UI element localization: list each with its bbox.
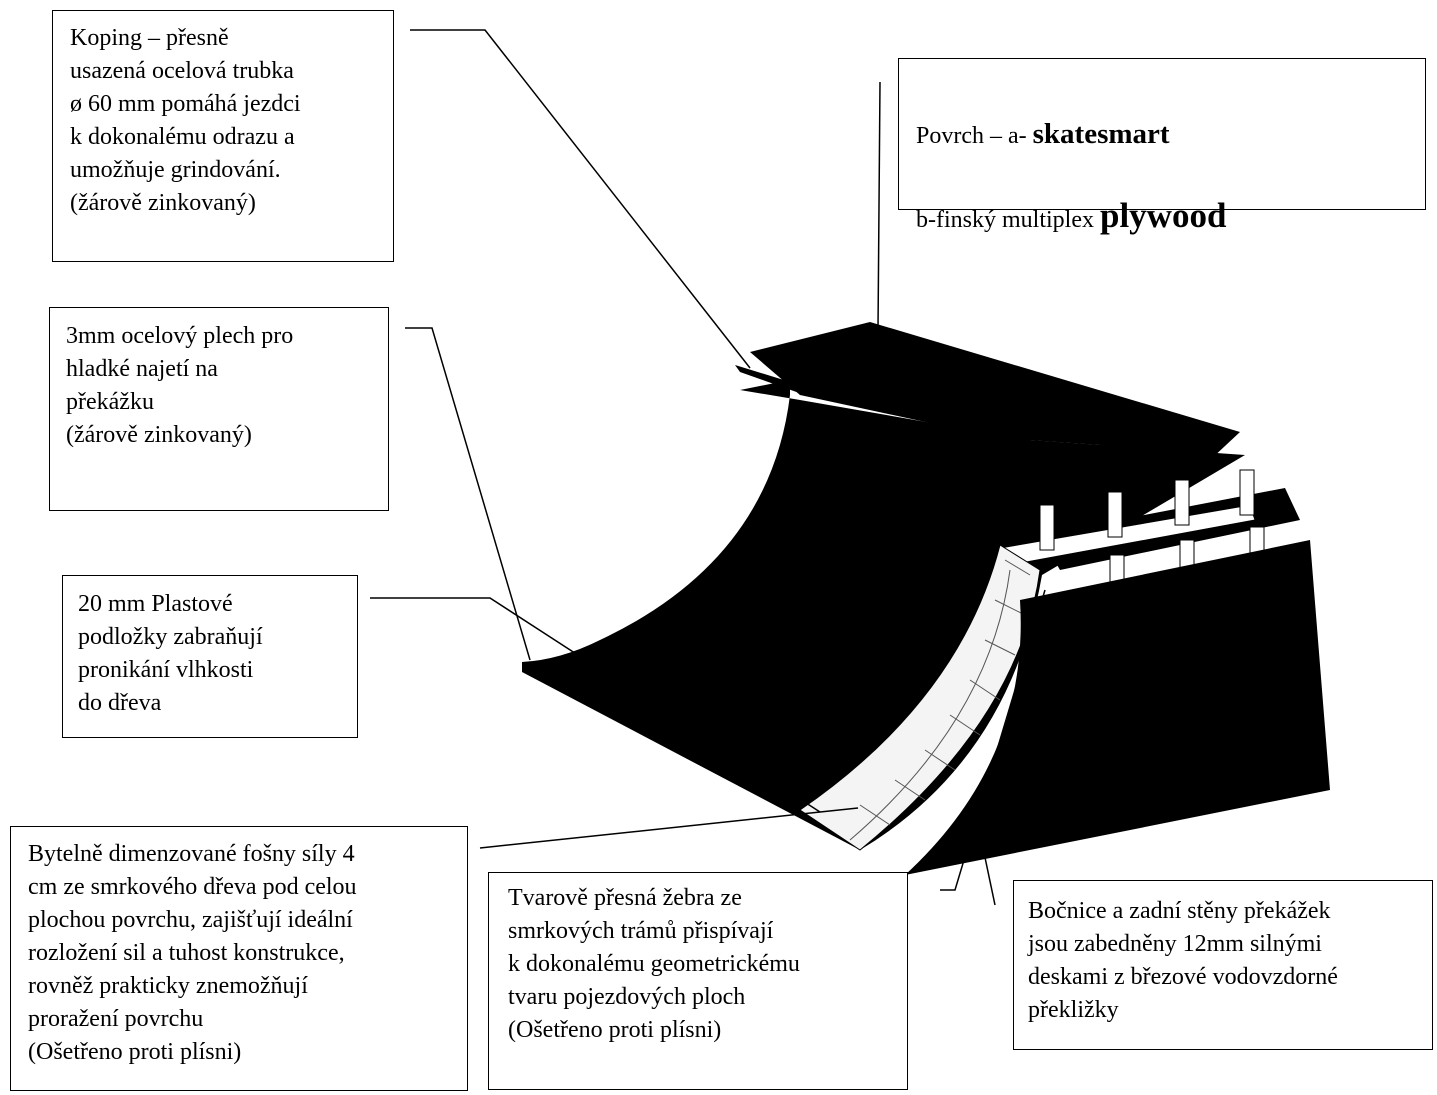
callout-podlozky <box>62 575 358 738</box>
podlozky-label: 20 mm Plastové podložky zabraňují pronik… <box>78 591 263 716</box>
riding-surface <box>522 380 1245 850</box>
callout-koping <box>52 10 394 262</box>
side-wall <box>905 540 1330 875</box>
callout-bocnice <box>1013 880 1433 1050</box>
plech-label: 3mm ocelový plech pro hladké najetí na p… <box>66 323 294 448</box>
callout-povrch <box>898 58 1426 210</box>
povrch-line1-bold: skatesmart <box>1032 118 1170 150</box>
povrch-line1-prefix: Povrch – a- <box>916 123 1033 149</box>
fosny-label: Bytelně dimenzované fošny síly 4 cm ze s… <box>28 841 357 1065</box>
callout-zebra <box>488 872 908 1090</box>
leader-lines <box>370 29 1046 906</box>
povrch-label: Povrch – a- skatesmart b-finský multiple… <box>916 74 1421 240</box>
callout-fosny <box>10 826 468 1091</box>
povrch-line2-prefix: b-finský multiplex <box>916 207 1100 233</box>
povrch-line2-bold: plywood <box>1099 196 1227 235</box>
rib-cutaway <box>799 544 1041 851</box>
callout-plech <box>49 307 389 511</box>
coping-pipe <box>735 350 830 395</box>
top-deck <box>750 322 1240 460</box>
rib-lines <box>849 559 1031 841</box>
koping-label: Koping – přesně usazená ocelová trubka ø… <box>70 25 301 216</box>
zebra-label: Tvarově přesná žebra ze smrkových trámů … <box>508 885 800 1043</box>
bocnice-label: Bočnice a zadní stěny překážek jsou zabe… <box>1028 898 1338 1023</box>
